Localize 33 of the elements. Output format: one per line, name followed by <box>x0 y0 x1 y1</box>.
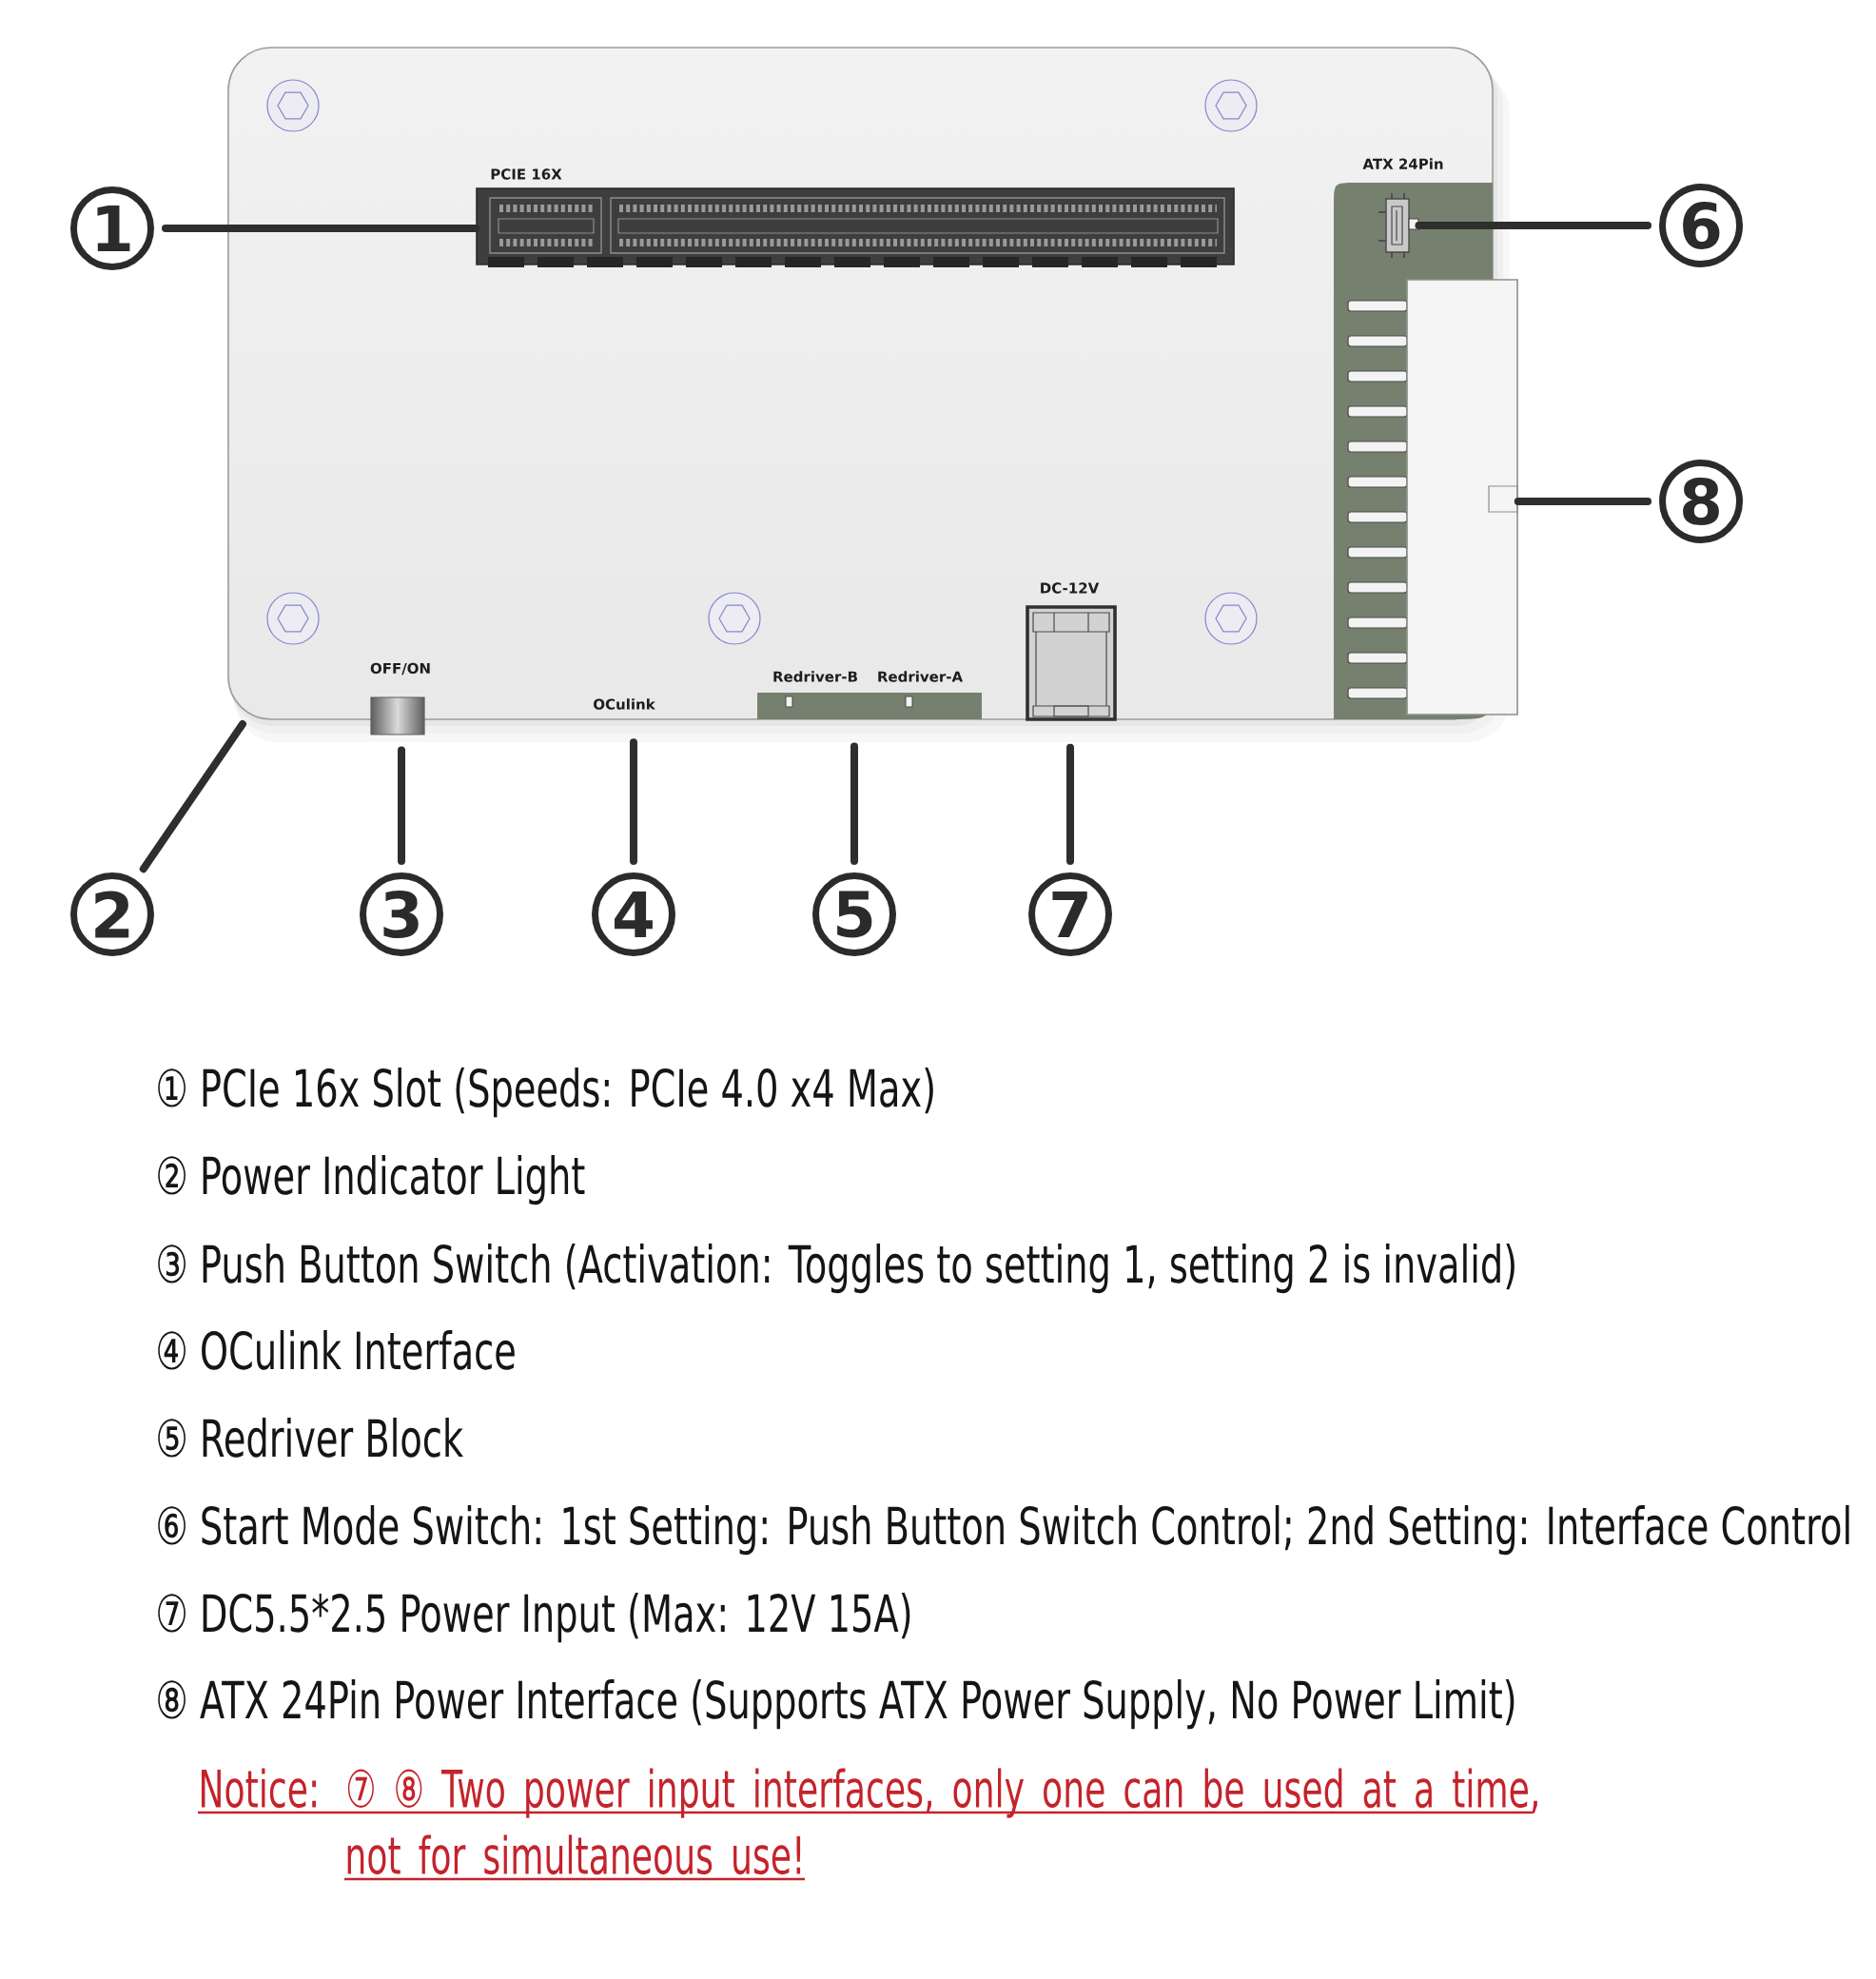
component-label: OFF/ON <box>370 662 430 676</box>
leader-line <box>139 720 246 873</box>
callout-number: 7 <box>1028 872 1112 956</box>
callout-number: 2 <box>70 872 154 956</box>
key-text: ① PCIe 16x Slot (Speeds: PCIe 4.0 x4 Max) <box>158 1068 933 1118</box>
leader-line <box>162 225 480 232</box>
key-text: ⑥ Start Mode Switch: 1st Setting: Push Button Switch Control; 2nd Setting: Interface Control <box>158 1505 1849 1556</box>
component-label: Redriver-B <box>773 671 857 682</box>
leader-line <box>1066 743 1074 865</box>
component-label: Redriver-A <box>878 671 964 682</box>
callout-number: 1 <box>70 186 154 270</box>
key-text: ④ OCulink Interface <box>158 1330 515 1370</box>
warning-note: Notice: ⑦ ⑧ Two power input interfaces, only one can be used at a time, not for simultaneous use! <box>198 1768 1537 1881</box>
key-text: ③ Push Button Switch (Activation: Toggles to setting 1, setting 2 is invalid) <box>158 1244 1514 1294</box>
leader-line <box>398 746 405 865</box>
component-label: PCIE 16X <box>491 168 562 180</box>
callout-number: 4 <box>592 872 675 956</box>
callout-number: 8 <box>1659 460 1744 543</box>
key-text: ⑤ Redriver Block <box>158 1418 463 1458</box>
leader-line <box>1415 222 1652 229</box>
component-label: OCulink <box>594 698 655 710</box>
key-text: ② Power Indicator Light <box>158 1155 585 1205</box>
callout-number: 5 <box>812 872 896 956</box>
callout-number: 3 <box>360 872 443 956</box>
component-label: ATX 24Pin <box>1362 158 1443 169</box>
leader-line <box>630 738 637 865</box>
slide-switch <box>1378 192 1419 259</box>
key-text: ⑧ ATX 24Pin Power Interface (Supports ATX Power Supply, No Power Limit) <box>158 1679 1514 1730</box>
key-text: ⑦ DC5.5*2.5 Power Input (Max: 12V 15A) <box>158 1593 910 1643</box>
leader-line <box>850 742 858 865</box>
component-label: DC-12V <box>1041 582 1100 594</box>
leader-line <box>1514 498 1652 505</box>
callout-number: 6 <box>1659 184 1744 267</box>
